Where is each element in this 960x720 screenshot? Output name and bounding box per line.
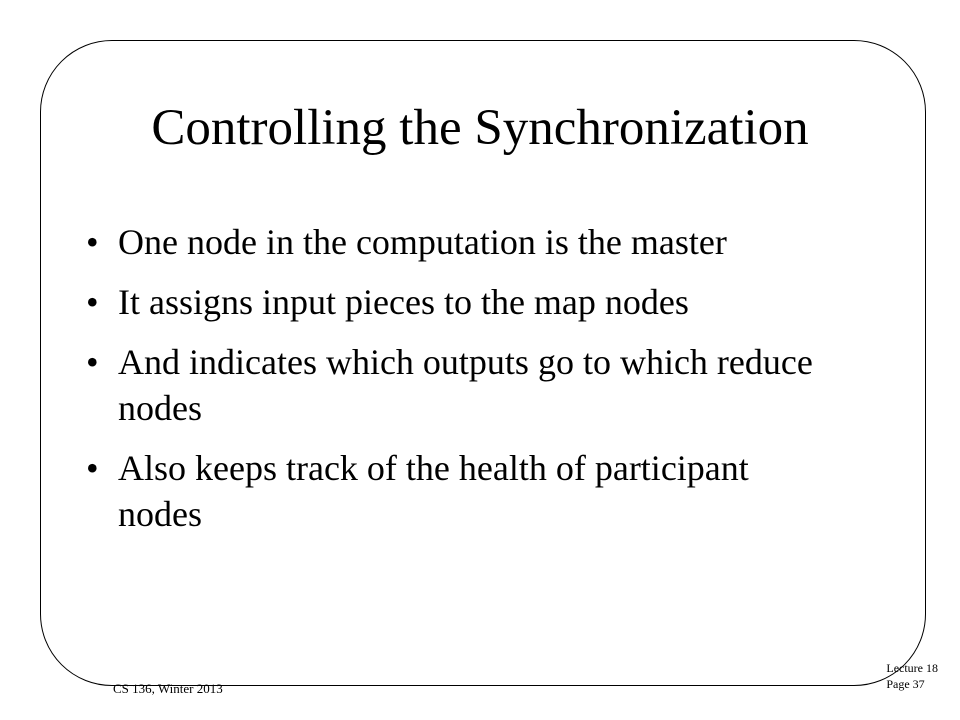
footer-lecture-page: Lecture 18 Page 37 <box>886 660 938 692</box>
bullet-text: Also keeps track of the health of partic… <box>118 448 749 534</box>
slide-frame <box>40 40 926 686</box>
bullet-item: • Also keeps track of the health of part… <box>86 445 826 537</box>
footer-course: CS 136, Winter 2013 <box>113 681 223 696</box>
bullet-text: It assigns input pieces to the map nodes <box>118 282 689 322</box>
footer-lecture: Lecture 18 <box>886 661 938 675</box>
bullet-item: • One node in the computation is the mas… <box>86 219 826 265</box>
bullet-dot-icon: • <box>86 342 99 382</box>
bullet-dot-icon: • <box>86 282 99 322</box>
bullet-item: • And indicates which outputs go to whic… <box>86 339 826 431</box>
bullet-list: • One node in the computation is the mas… <box>86 219 826 537</box>
bullet-dot-icon: • <box>86 448 99 488</box>
footer-page: Page 37 <box>886 677 925 691</box>
slide-title: Controlling the Synchronization <box>151 100 809 156</box>
bullet-dot-icon: • <box>86 222 99 262</box>
bullet-text: And indicates which outputs go to which … <box>118 342 813 428</box>
bullet-item: • It assigns input pieces to the map nod… <box>86 279 826 325</box>
bullet-text: One node in the computation is the maste… <box>118 222 727 262</box>
